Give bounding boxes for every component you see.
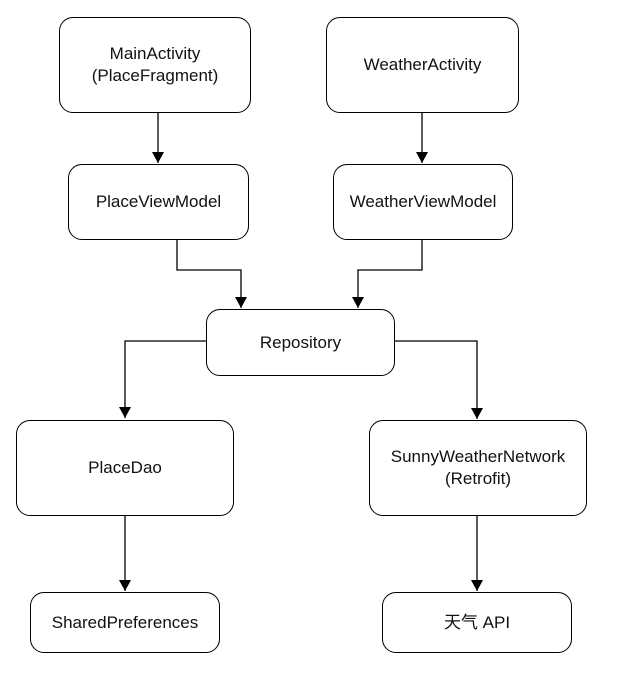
node-main-activity: MainActivity (PlaceFragment) (59, 17, 251, 113)
node-shared-preferences: SharedPreferences (30, 592, 220, 653)
node-weather-view-model: WeatherViewModel (333, 164, 513, 240)
edge-repository-to-sunnyweathernetwork (395, 340, 483, 419)
node-main-activity-title: MainActivity (109, 44, 201, 63)
node-place-dao: PlaceDao (16, 420, 234, 516)
node-place-dao-title: PlaceDao (88, 458, 162, 477)
node-repository-title: Repository (259, 332, 342, 352)
edge-placeviewmodel-to-repository (176, 240, 247, 308)
node-shared-preferences-title: SharedPreferences (51, 612, 199, 632)
node-weather-activity-title: WeatherActivity (363, 55, 482, 74)
node-weather-api: 天气 API (382, 592, 572, 653)
node-weather-activity: WeatherActivity (326, 17, 519, 113)
edge-repository-to-placedao (119, 340, 206, 418)
node-place-view-model-title: PlaceViewModel (95, 192, 222, 211)
node-sunny-weather-network: SunnyWeatherNetwork (Retrofit) (369, 420, 587, 516)
node-repository: Repository (206, 309, 395, 376)
node-sunny-weather-network-subtitle: (Retrofit) (444, 469, 512, 488)
node-sunny-weather-network-title: SunnyWeatherNetwork (390, 447, 566, 466)
node-weather-view-model-title: WeatherViewModel (349, 192, 497, 211)
node-place-view-model: PlaceViewModel (68, 164, 249, 240)
edge-weatherviewmodel-to-repository (352, 240, 423, 308)
node-weather-api-title: 天气 API (443, 612, 511, 632)
node-main-activity-subtitle: (PlaceFragment) (91, 66, 219, 85)
